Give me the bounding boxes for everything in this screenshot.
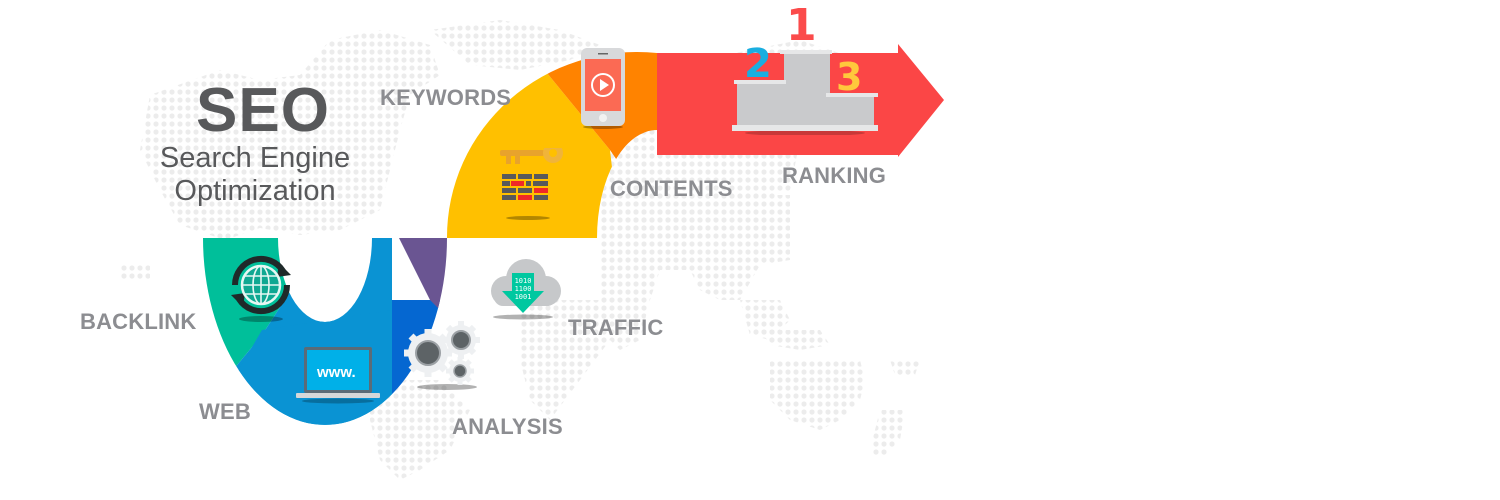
binary-line-1: 1010 — [514, 277, 532, 285]
binary-line-3: 1001 — [514, 293, 532, 301]
title-subtitle: Search Engine Optimization — [137, 142, 373, 208]
binary-line-2: 1100 — [514, 285, 532, 293]
key-wall-icon — [500, 148, 563, 220]
binary-text: 1010 1100 1001 — [512, 277, 534, 301]
label-contents: CONTENTS — [610, 176, 733, 201]
title-seo: SEO — [196, 76, 330, 145]
label-backlink: BACKLINK — [80, 309, 197, 334]
podium-third-place: 3 — [836, 55, 863, 99]
podium-icon — [732, 50, 878, 135]
label-keywords: KEYWORDS — [380, 85, 512, 110]
subtitle-line-1: Search Engine — [159, 142, 351, 174]
gears-icon — [404, 321, 480, 390]
laptop-www-text: www. — [317, 364, 356, 381]
cloud-download-icon — [491, 259, 561, 320]
label-analysis: ANALYSIS — [452, 414, 563, 439]
globe-sync-icon — [231, 255, 291, 322]
podium-first-place: 1 — [786, 0, 817, 51]
mobile-video-icon — [581, 48, 625, 129]
podium-second-place: 2 — [744, 41, 772, 87]
laptop-icon — [296, 347, 380, 404]
label-ranking: RANKING — [782, 163, 887, 188]
segment-contents — [520, 51, 657, 238]
label-traffic: TRAFFIC — [568, 315, 664, 340]
subtitle-line-2: Optimization — [174, 175, 336, 207]
label-web: WEB — [199, 399, 251, 424]
segment-traffic — [395, 238, 447, 425]
